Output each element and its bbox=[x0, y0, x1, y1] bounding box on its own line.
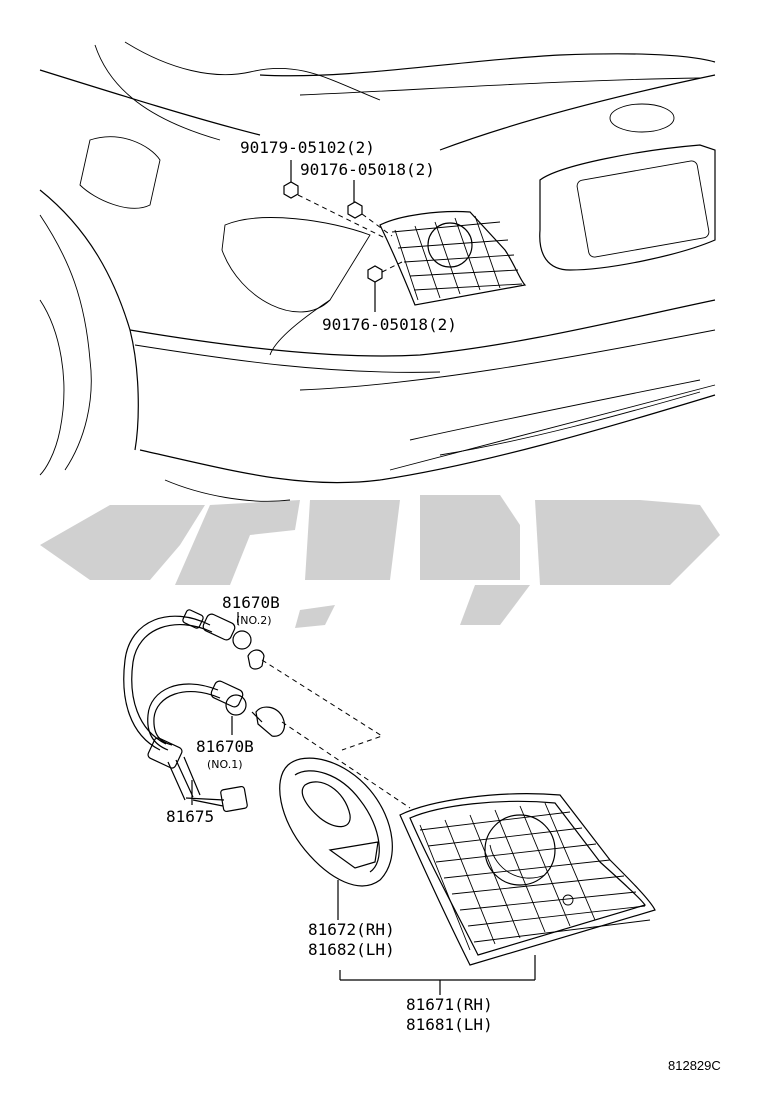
bulb-socket-no2 bbox=[182, 609, 252, 650]
callout-nut-bottom: 90176-05018(2) bbox=[322, 315, 457, 334]
rear-combination-lamp-lower bbox=[399, 793, 656, 966]
dash-leader-bulb-no2 bbox=[261, 659, 384, 751]
dash-leader-bulb-no1 bbox=[281, 721, 411, 809]
dash-leader-nut-mid bbox=[361, 213, 393, 237]
leader-lamp-bracket bbox=[339, 955, 536, 995]
bulb-no2 bbox=[247, 649, 265, 670]
figure-reference-number: 812829C bbox=[668, 1058, 721, 1073]
installed-lamp-upper bbox=[379, 211, 527, 306]
callout-gasket-lh: 81682(LH) bbox=[308, 940, 395, 959]
vehicle-rear-body bbox=[39, 41, 716, 502]
nut-90179-upper-left bbox=[283, 181, 299, 199]
nut-90176-upper-right bbox=[347, 201, 363, 219]
socket-wire-harness bbox=[123, 615, 248, 813]
callout-bulb-no1-note: (NO.1) bbox=[207, 758, 243, 771]
callout-bulb-no2-part: 81670B bbox=[222, 593, 280, 612]
watermark-logo bbox=[40, 495, 720, 628]
callout-lamp-lh: 81681(LH) bbox=[406, 1015, 493, 1034]
callout-nut-top: 90179-05102(2) bbox=[240, 138, 375, 157]
callout-nut-mid: 90176-05018(2) bbox=[300, 160, 435, 179]
nut-90176-lower bbox=[367, 265, 383, 283]
callout-socket-harness: 81675 bbox=[166, 807, 214, 826]
bulb-socket-no1 bbox=[210, 680, 247, 716]
lamp-gasket bbox=[279, 757, 393, 887]
callout-bulb-no2-note: (NO.2) bbox=[236, 614, 272, 627]
dash-leader-nut-top bbox=[297, 194, 386, 239]
dash-leader-nut-bottom bbox=[381, 261, 403, 273]
callout-bulb-no1-part: 81670B bbox=[196, 737, 254, 756]
callout-lamp-rh: 81671(RH) bbox=[406, 995, 493, 1014]
callout-gasket-rh: 81672(RH) bbox=[308, 920, 395, 939]
bulb-no1 bbox=[251, 706, 285, 737]
